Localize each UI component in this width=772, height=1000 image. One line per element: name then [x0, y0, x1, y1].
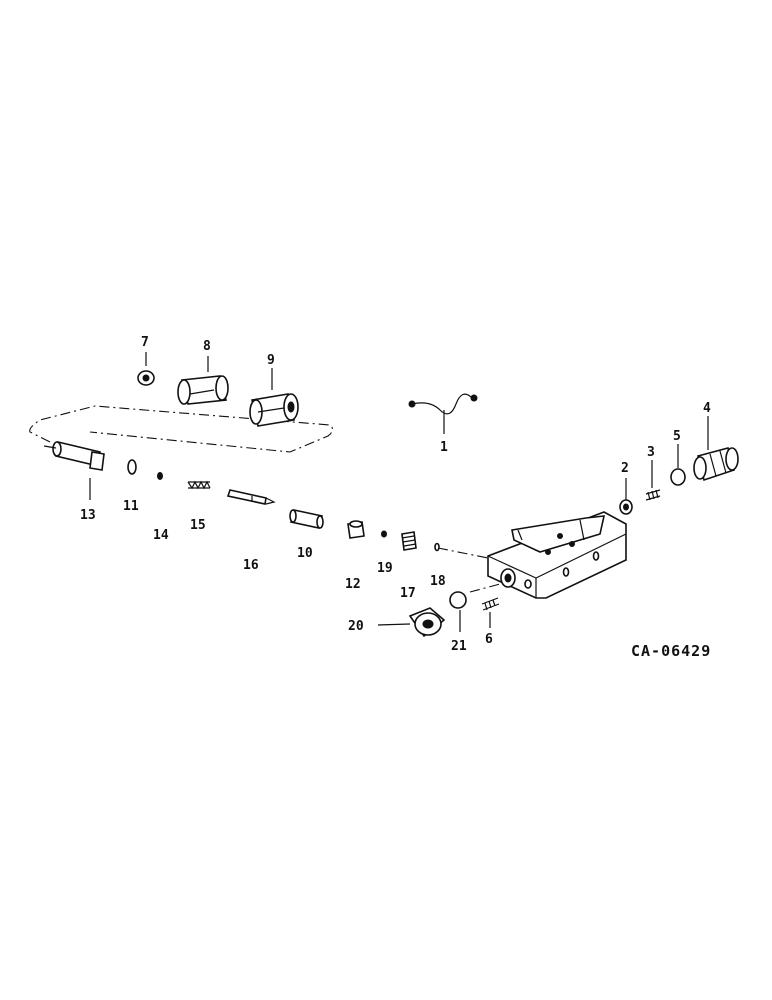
valve-body [487, 511, 627, 599]
callout-labels: 1 2 3 4 5 6 7 8 9 10 11 12 13 14 15 16 1… [80, 335, 711, 654]
callout-10: 10 [297, 546, 313, 561]
part-2-nut [619, 499, 633, 515]
part-19-ball [381, 530, 387, 538]
callout-20: 20 [348, 619, 364, 634]
part-15-spring [187, 480, 211, 490]
part-18-o-ring [434, 542, 440, 552]
callout-2: 2 [621, 461, 629, 476]
callout-15: 15 [190, 518, 206, 533]
callout-18: 18 [430, 574, 446, 589]
part-5-o-ring [670, 468, 686, 486]
callout-9: 9 [267, 353, 275, 368]
drawing-code: CA-06429 [631, 642, 711, 660]
callout-4: 4 [703, 401, 711, 416]
part-17-plug [401, 531, 417, 551]
assembly-line-right [437, 547, 489, 559]
part-11-o-ring [127, 459, 137, 475]
leader-lines [89, 352, 709, 632]
part-13-cartridge [43, 441, 105, 471]
callout-11: 11 [123, 499, 139, 514]
part-1-wire [408, 393, 478, 415]
callout-21: 21 [451, 639, 467, 654]
callout-1: 1 [440, 440, 448, 455]
callout-6: 6 [485, 632, 493, 647]
part-4-fitting [693, 447, 739, 482]
assembly-line-left [29, 405, 334, 453]
callout-5: 5 [673, 429, 681, 444]
callout-17: 17 [400, 586, 416, 601]
part-8-sleeve [177, 375, 229, 405]
callout-14: 14 [153, 528, 169, 543]
part-9-sleeve [249, 393, 299, 427]
part-7-nut [137, 370, 155, 386]
callout-16: 16 [243, 558, 259, 573]
callout-8: 8 [203, 339, 211, 354]
callout-19: 19 [377, 561, 393, 576]
part-16-pin [226, 489, 276, 505]
part-6-spring [481, 597, 500, 611]
assembly-line-bottom [469, 583, 501, 593]
part-12-seat [347, 520, 365, 539]
part-14-ball [157, 472, 163, 480]
part-3-spring [645, 489, 661, 501]
callout-12: 12 [345, 577, 361, 592]
callout-13: 13 [80, 508, 96, 523]
part-21-o-ring [449, 591, 467, 609]
part-10-spool [289, 509, 324, 529]
callout-7: 7 [141, 335, 149, 350]
part-20-plug [408, 607, 446, 638]
callout-3: 3 [647, 445, 655, 460]
